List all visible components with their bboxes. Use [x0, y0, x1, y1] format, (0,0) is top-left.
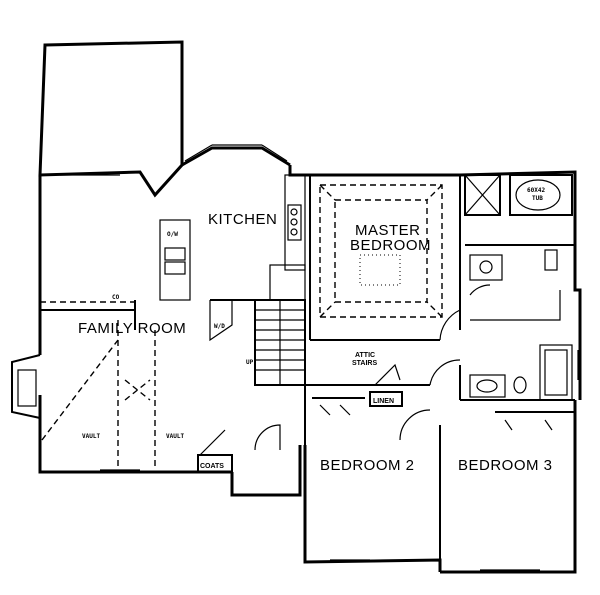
hall-bath [469, 344, 573, 401]
master-bedroom-label-1: MASTER [355, 222, 421, 239]
kitchen-counter [159, 174, 306, 342]
bedroom-closets [312, 397, 575, 431]
hall-doors [369, 309, 461, 441]
oven-label: O/W [167, 231, 178, 238]
fireplace [11, 354, 41, 419]
attic-label-2: STAIRS [352, 360, 377, 367]
windows [100, 174, 579, 571]
vault-label-2: VAULT [166, 433, 184, 440]
vault-label-1: VAULT [82, 433, 100, 440]
tub-label: TUB [532, 195, 543, 202]
attic-label-1: ATTIC [355, 352, 375, 359]
tub-size-label: 60X42 [527, 187, 545, 194]
vault-ceiling-lines [41, 320, 156, 470]
entry [197, 424, 281, 473]
bedroom2-label: BEDROOM 2 [320, 457, 415, 474]
interior-walls [40, 175, 575, 572]
washer-dryer-label: W/D [214, 323, 225, 330]
main-stairs [254, 299, 306, 386]
coats-label: COATS [200, 463, 224, 470]
garage-outline [38, 40, 184, 198]
kitchen-bay-window [181, 144, 291, 167]
family-room-label: FAMILY ROOM [78, 320, 186, 337]
master-bath [464, 174, 575, 321]
master-bedroom-label-2: BEDROOM [350, 237, 431, 254]
stairs-up-label: UP [246, 359, 254, 366]
master-tray-ceiling [319, 184, 443, 318]
kitchen-label: KITCHEN [208, 211, 277, 228]
linen-label: LINEN [373, 398, 394, 405]
bedroom3-label: BEDROOM 3 [458, 457, 553, 474]
co-label: CO [112, 294, 120, 301]
